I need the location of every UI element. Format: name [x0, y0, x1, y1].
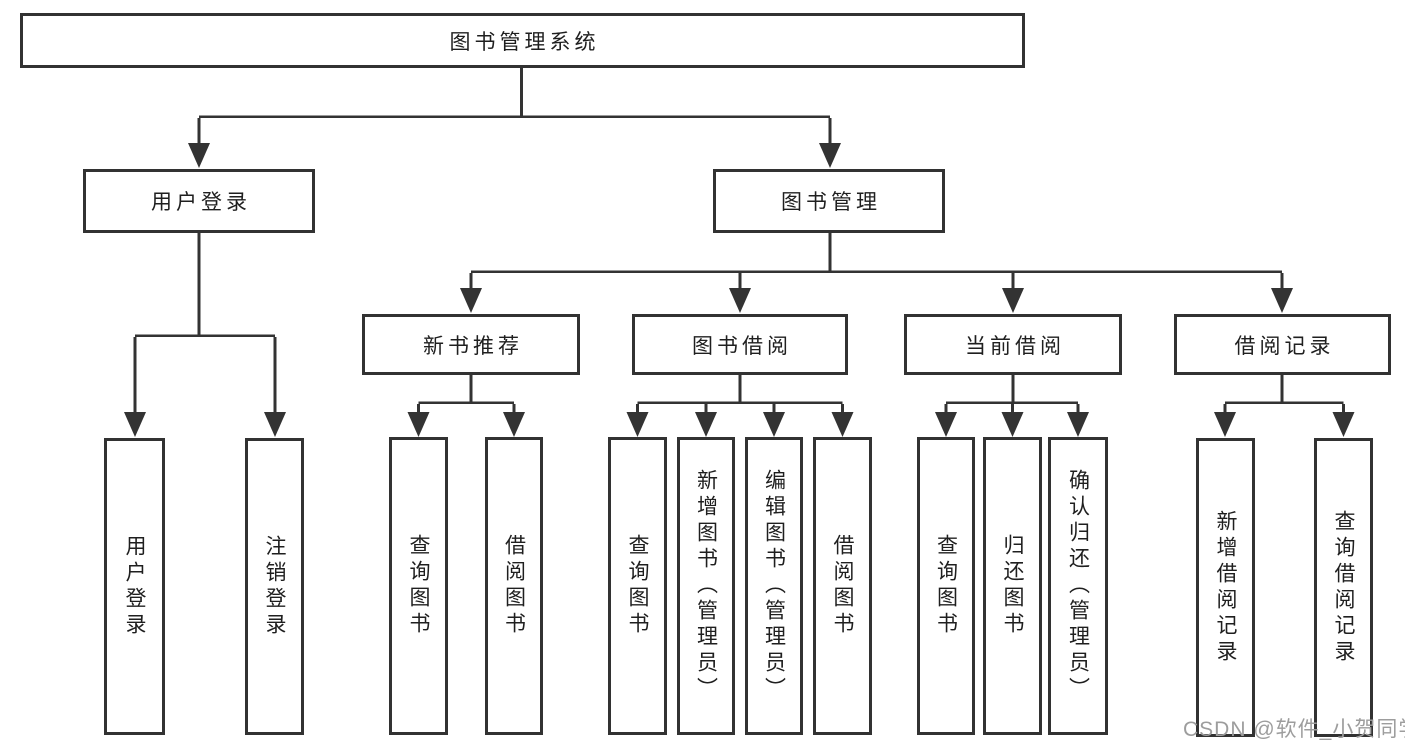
leaf-cb-query-book: 查询图书	[917, 437, 975, 735]
leaf-bb-edit-book-label: 编辑图书（管理员）	[762, 469, 786, 703]
arrow-icon	[763, 412, 785, 437]
arrow-icon	[935, 412, 957, 437]
arrow-icon	[831, 412, 854, 437]
node-user-login: 用户登录	[83, 169, 315, 233]
connector-new-book-children	[417, 375, 516, 414]
arrow-icon	[695, 412, 717, 437]
leaf-bb-query-book-label: 查询图书	[626, 534, 649, 638]
leaf-cb-query-book-label: 查询图书	[934, 534, 958, 638]
node-borrow-record: 借阅记录	[1174, 314, 1391, 375]
leaf-br-query-record: 查询借阅记录	[1314, 438, 1373, 737]
leaf-br-add-record: 新增借阅记录	[1196, 438, 1255, 737]
leaf-bb-borrow-book-label: 借阅图书	[831, 534, 854, 638]
arrow-icon	[407, 412, 430, 437]
arrow-icon	[503, 412, 525, 437]
leaf-user-login-label: 用户登录	[123, 534, 146, 639]
leaf-logout: 注销登录	[245, 438, 304, 735]
connector-current-borrow-children	[944, 375, 1080, 414]
csdn-watermark: CSDN @软件_小贺同学	[1183, 718, 1405, 741]
connector-book-borrow-children	[636, 375, 844, 414]
leaf-br-query-record-label: 查询借阅记录	[1332, 509, 1355, 666]
arrow-icon	[1001, 412, 1024, 437]
leaf-nb-borrow-book: 借阅图书	[485, 437, 543, 735]
arrow-icon	[188, 143, 210, 168]
node-borrow-record-label: 借阅记录	[1234, 334, 1335, 358]
leaf-bb-query-book: 查询图书	[608, 437, 667, 735]
arrow-icon	[626, 412, 649, 437]
node-book-mgmt: 图书管理	[713, 169, 945, 233]
leaf-bb-borrow-book: 借阅图书	[813, 437, 872, 735]
node-book-mgmt-label: 图书管理	[781, 191, 881, 214]
leaf-nb-borrow-book-label: 借阅图书	[502, 534, 526, 638]
leaf-bb-add-book: 新增图书（管理员）	[677, 437, 735, 735]
connector-user-login-children	[133, 233, 277, 415]
leaf-user-login: 用户登录	[104, 438, 165, 735]
leaf-nb-query-book-label: 查询图书	[407, 534, 430, 638]
arrow-icon	[264, 412, 286, 437]
arrow-icon	[1271, 288, 1293, 313]
leaf-bb-edit-book: 编辑图书（管理员）	[745, 437, 803, 735]
leaf-bb-add-book-label: 新增图书（管理员）	[694, 469, 718, 703]
node-new-book-rec: 新书推荐	[362, 314, 580, 375]
arrowheads	[124, 143, 1355, 437]
arrow-icon	[124, 412, 146, 437]
node-book-borrow-label: 图书借阅	[692, 334, 792, 358]
node-book-borrow: 图书借阅	[632, 314, 848, 375]
node-root: 图书管理系统	[20, 13, 1025, 68]
leaf-logout-label: 注销登录	[263, 534, 286, 639]
node-user-login-label: 用户登录	[151, 191, 251, 214]
node-root-label: 图书管理系统	[449, 30, 600, 54]
arrow-icon	[1332, 412, 1355, 437]
leaf-nb-query-book: 查询图书	[389, 437, 448, 735]
connector-root-to-level2	[197, 68, 832, 146]
leaf-cb-return-book: 归还图书	[983, 437, 1042, 735]
arrow-icon	[729, 288, 751, 313]
connector-book-mgmt-children	[469, 233, 1284, 291]
arrow-icon	[1214, 412, 1236, 437]
node-new-book-rec-label: 新书推荐	[423, 334, 523, 358]
arrow-icon	[1067, 412, 1089, 437]
node-current-borrow-label: 当前借阅	[965, 334, 1065, 358]
leaf-cb-confirm-return: 确认归还（管理员）	[1048, 437, 1108, 735]
leaf-br-add-record-label: 新增借阅记录	[1214, 509, 1237, 666]
connector-borrow-record-children	[1223, 375, 1345, 414]
leaf-cb-return-book-label: 归还图书	[1001, 534, 1024, 638]
leaf-cb-confirm-return-label: 确认归还（管理员）	[1066, 469, 1090, 703]
arrow-icon	[819, 143, 841, 168]
arrow-icon	[460, 288, 482, 313]
arrow-icon	[1002, 288, 1024, 313]
node-current-borrow: 当前借阅	[904, 314, 1122, 375]
